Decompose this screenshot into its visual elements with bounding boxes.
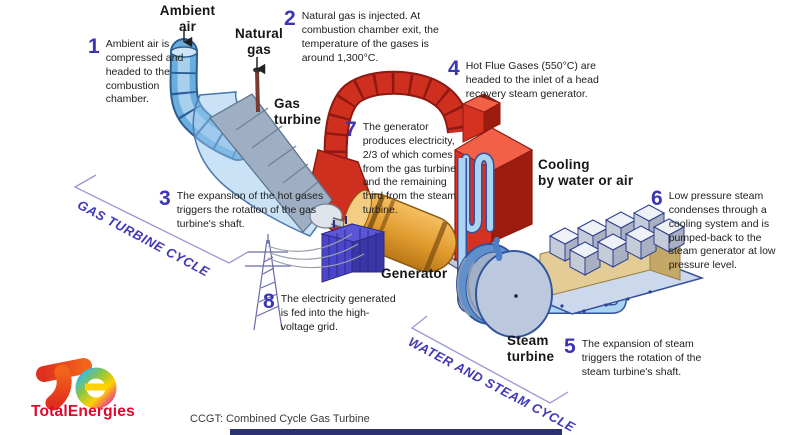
cooling-unit-graphic (517, 204, 705, 315)
steam-turbine-graphic (456, 237, 553, 338)
annotation-3: 3 The expansion of the hot gases trigger… (159, 187, 332, 232)
annotation-1-number: 1 (88, 35, 100, 58)
annotation-8-text: The electricity generated is fed into th… (280, 293, 396, 333)
annotation-1: 1 Ambient air is compressed and headed t… (88, 35, 190, 107)
label-cooling: Cooling by water or air (538, 157, 634, 188)
annotation-8: 8 The electricity generated is fed into … (263, 290, 401, 335)
annotation-5: 5 The expansion of steam triggers the ro… (564, 335, 724, 380)
annotation-2-number: 2 (284, 7, 296, 30)
totalenergies-logo-icon (36, 358, 117, 411)
label-generator: Generator (381, 266, 448, 281)
annotation-7-text: The generator produces electricity, 2/3 … (362, 121, 457, 217)
gas-turbine-graphic (192, 67, 471, 242)
annotation-5-text: The expansion of steam triggers the rota… (581, 338, 702, 378)
hrsg-graphic (453, 93, 534, 261)
annotation-2: 2 Natural gas is injected. At combustion… (284, 7, 454, 65)
bottom-bar (230, 429, 562, 435)
annotation-8-number: 8 (263, 290, 275, 313)
annotation-1-text: Ambient air is compressed and headed to … (105, 38, 184, 106)
annotation-5-number: 5 (564, 335, 576, 358)
annotation-7: 7 The generator produces electricity, 2/… (345, 118, 465, 218)
diagram-caption: CCGT: Combined Cycle Gas Turbine (190, 413, 370, 425)
annotation-3-number: 3 (159, 187, 171, 210)
annotation-6: 6 Low pressure steam condenses through a… (651, 187, 791, 273)
annotation-4: 4 Hot Flue Gases (550°C) are headed to t… (448, 57, 618, 102)
annotation-7-number: 7 (345, 118, 357, 141)
annotation-4-text: Hot Flue Gases (550°C) are headed to the… (465, 60, 599, 100)
label-natural-gas: Natural gas (235, 26, 283, 57)
annotation-3-text: The expansion of the hot gases triggers … (176, 190, 324, 230)
brand-wordmark: TotalEnergies (31, 403, 135, 420)
annotation-6-text: Low pressure steam condenses through a c… (668, 190, 776, 272)
label-steam-turbine: Steam turbine (507, 333, 555, 364)
annotation-6-number: 6 (651, 187, 663, 210)
cycle-brackets (73, 174, 569, 404)
pylon-graphic (245, 233, 365, 331)
label-gas-turbine: Gas turbine (274, 96, 322, 127)
down-arrow-icon (183, 30, 266, 75)
annotation-2-text: Natural gas is injected. At combustion c… (301, 10, 439, 64)
annotation-4-number: 4 (448, 57, 460, 80)
label-ambient-air: Ambient air (159, 3, 216, 34)
